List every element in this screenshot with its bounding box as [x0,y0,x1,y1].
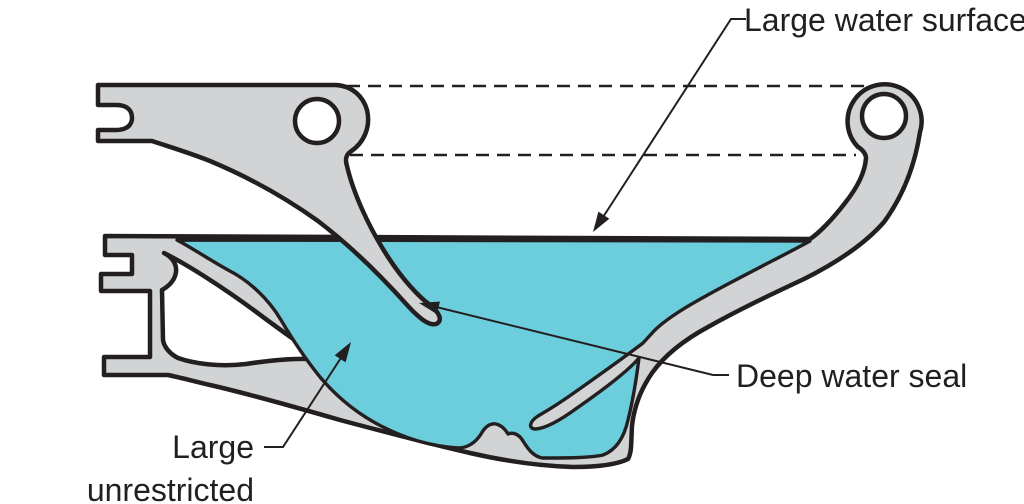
left-rim-hole [292,96,342,146]
deep-seal-arrowhead-icon [419,301,440,315]
water-surface-arrowhead-icon [593,211,610,232]
rim-cavity [159,250,325,368]
label-deep-water-seal: Deep water seal [736,358,968,394]
left-rim-section [95,82,443,327]
trapway-arrowhead-icon [334,342,351,363]
trapway-leader-line [264,346,349,448]
label-large-unrestricted-trapway: Large unrestricted trapway [0,426,254,504]
right-rim-hole [859,91,909,141]
label-large-water-surface: Large water surface [744,2,1024,38]
label-trapway-line1: Large unrestricted [86,429,254,504]
water-fill [175,238,812,460]
deep-seal-leader-line [423,303,729,376]
water-surface-leader-line [595,18,746,229]
